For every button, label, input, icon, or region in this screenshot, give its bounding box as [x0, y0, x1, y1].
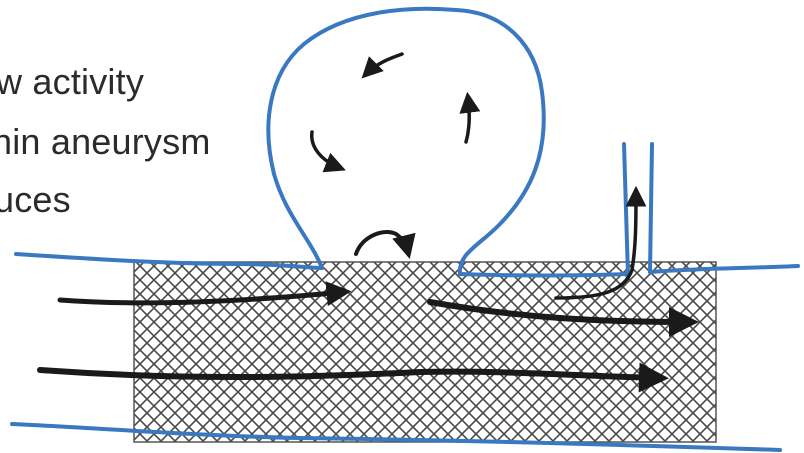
swirl-arrow-neck — [356, 232, 408, 254]
side-branch-wall-right — [650, 144, 652, 272]
swirl-arrow-top — [366, 54, 402, 74]
swirl-arrow-left — [312, 132, 340, 168]
side-branch-wall-left — [624, 144, 628, 276]
stent-mesh — [134, 262, 716, 442]
swirl-arrow-right — [466, 98, 469, 142]
caption-line-3: uces — [0, 180, 71, 220]
caption-line-1: w activity — [0, 62, 144, 102]
caption-line-2: hin aneurysm — [0, 122, 211, 162]
aneurysm-sac — [268, 9, 543, 274]
vessel-wall-top-middle — [460, 274, 626, 276]
